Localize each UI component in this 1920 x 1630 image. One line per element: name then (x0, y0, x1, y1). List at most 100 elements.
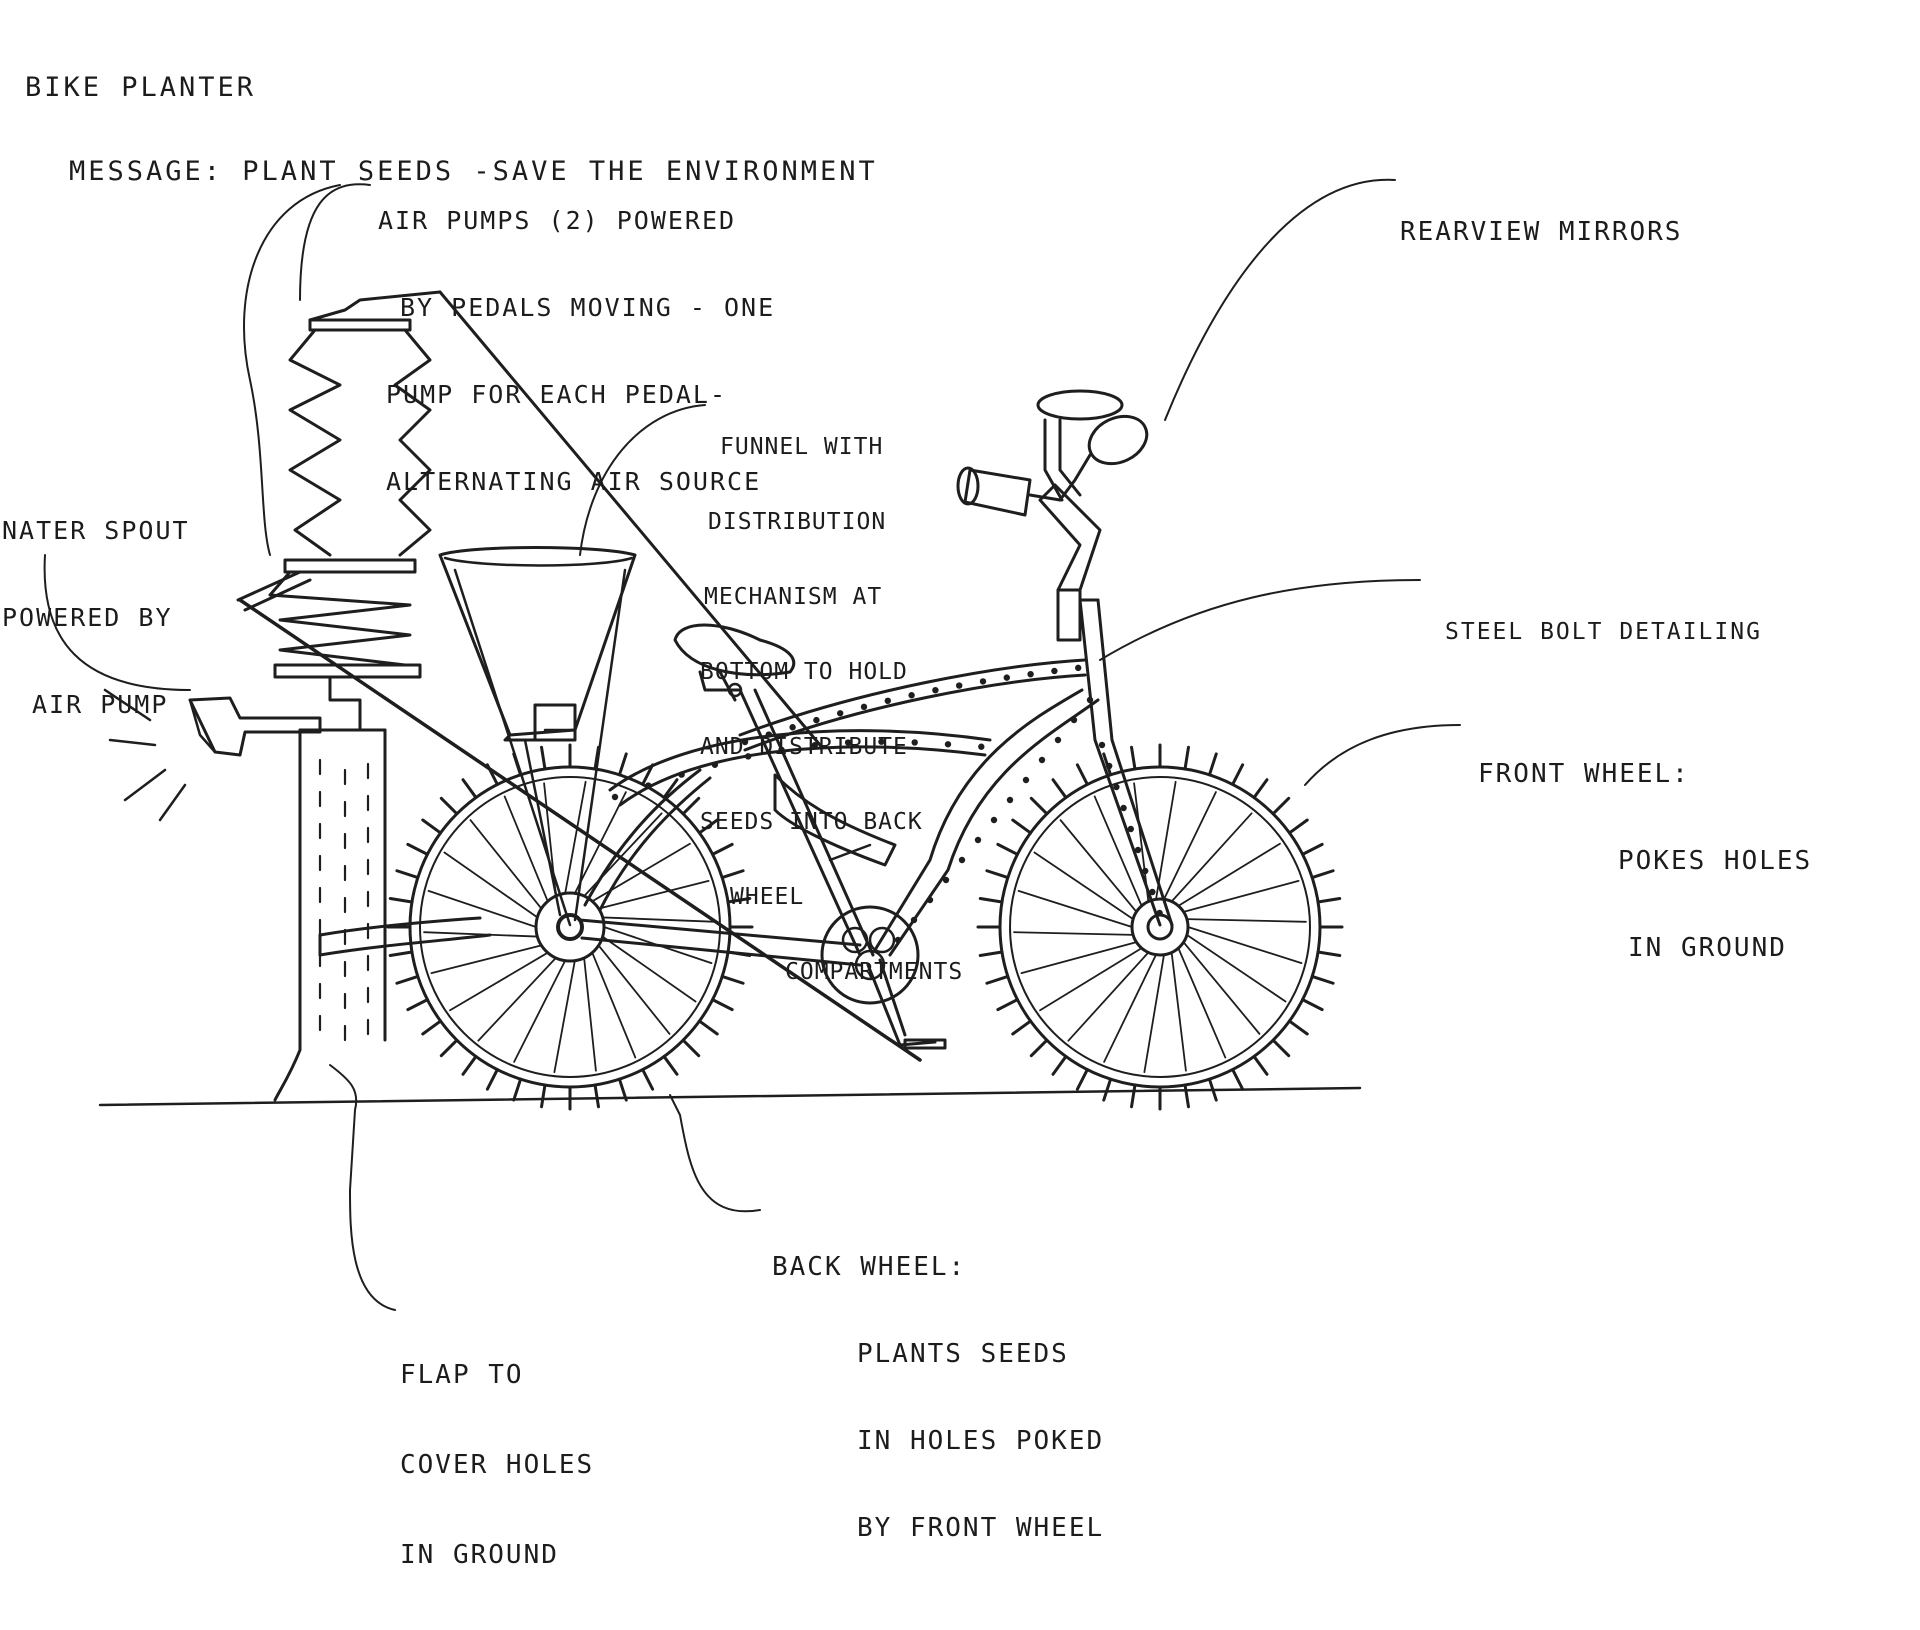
spike (439, 1038, 459, 1058)
spoke (1182, 941, 1261, 1035)
bolt (741, 738, 749, 746)
spike (1252, 778, 1269, 800)
spike (1029, 1038, 1049, 1058)
funnel-line-1: FUNNEL WITH (720, 434, 884, 460)
spike (1102, 1077, 1113, 1102)
flap-line-3: IN GROUND (400, 1540, 559, 1570)
bolt (1127, 825, 1135, 833)
spike (512, 1077, 523, 1102)
spike (1029, 796, 1049, 816)
spike (395, 869, 420, 880)
bolt (1022, 776, 1030, 784)
spoke (1103, 953, 1157, 1063)
spike (388, 950, 414, 957)
spike (1316, 897, 1342, 904)
spoke (1143, 953, 1165, 1074)
spike (697, 818, 719, 835)
ground-line (98, 1086, 1362, 1107)
spike (406, 842, 429, 856)
spike (1207, 752, 1218, 777)
bolt (1027, 670, 1034, 678)
bolt (1038, 756, 1046, 764)
spike (439, 796, 459, 816)
bolt (837, 710, 844, 717)
bolt (711, 761, 719, 768)
front-wheel-line-1: FRONT WHEEL: (1478, 759, 1690, 789)
bolt (645, 782, 652, 789)
annotation-leaders (43, 178, 1461, 1311)
spike (617, 752, 628, 777)
bolt (911, 739, 918, 746)
spike (1287, 1019, 1309, 1036)
spoke (449, 951, 549, 1012)
bolt (1106, 762, 1113, 770)
spike (1051, 1054, 1068, 1076)
spike (996, 842, 1019, 856)
spike (593, 1083, 600, 1109)
bolt (910, 916, 918, 924)
spoke (553, 959, 576, 1074)
spike (1011, 1019, 1033, 1036)
spoke (1187, 926, 1303, 965)
label-steel-bolt: STEEL BOLT DETAILING (1445, 560, 1762, 705)
air-pumps-line-2: BY PEDALS MOVING - ONE (400, 293, 776, 322)
bolt (878, 738, 885, 745)
funnel-line-5: AND DISTRIBUTE (700, 734, 908, 760)
water-spout-line-2: POWERED BY (2, 603, 173, 632)
spike (1310, 974, 1335, 985)
bolt (908, 692, 915, 699)
back-wheel (386, 743, 754, 1111)
bolt (990, 816, 998, 824)
spike (697, 1019, 719, 1036)
spike (996, 998, 1019, 1012)
bolt (1113, 783, 1120, 791)
spike (1011, 818, 1033, 835)
spoke (443, 851, 539, 919)
label-front-wheel: FRONT WHEEL: POKES HOLES IN GROUND (1478, 702, 1812, 1021)
funnel-line-8: COMPARTMENTS (785, 959, 964, 985)
spoke (1182, 880, 1300, 913)
spoke (1177, 842, 1281, 907)
spike (461, 778, 478, 800)
spike (1231, 1068, 1245, 1091)
bolt (944, 741, 952, 748)
bolt (884, 697, 891, 705)
spike (1075, 1068, 1089, 1091)
spike (985, 869, 1010, 880)
bolt (942, 876, 950, 884)
back-wheel-line-4: BY FRONT WHEEL (857, 1513, 1105, 1543)
funnel-line-7: WHEEL (730, 884, 805, 910)
bolt (1098, 741, 1106, 749)
title-text: BIKE PLANTER (25, 72, 257, 103)
bolt (811, 741, 818, 749)
bolt (978, 743, 985, 750)
spoke (1163, 791, 1217, 901)
bolt (765, 731, 772, 738)
spike (1271, 1038, 1291, 1058)
spike (978, 897, 1004, 904)
bolt (932, 686, 939, 694)
spike (641, 763, 655, 786)
bolt (1075, 664, 1082, 672)
bike-planter-drawing (43, 178, 1461, 1311)
air-pumps-line-4: ALTERNATING AIR SOURCE (386, 467, 762, 496)
spike (720, 974, 745, 985)
spoke (597, 944, 671, 1035)
spoke (1170, 951, 1187, 1072)
front-wheel-line-2: POKES HOLES (1618, 846, 1813, 876)
steel-bolt-line-1: STEEL BOLT DETAILING (1445, 619, 1762, 645)
bolt (1054, 736, 1062, 744)
spike (1287, 818, 1309, 835)
bolt (894, 936, 902, 944)
spoke (597, 880, 710, 910)
spike (421, 818, 443, 835)
funnel-line-6: SEEDS INTO BACK (700, 809, 923, 835)
spoke (1155, 780, 1177, 901)
steel-bolts (611, 664, 1163, 944)
spike (985, 974, 1010, 985)
bolt (1003, 674, 1010, 681)
spike (1075, 763, 1089, 786)
bolt (611, 793, 619, 801)
back-wheel-spokes (423, 780, 717, 1074)
spike (1183, 1083, 1190, 1109)
